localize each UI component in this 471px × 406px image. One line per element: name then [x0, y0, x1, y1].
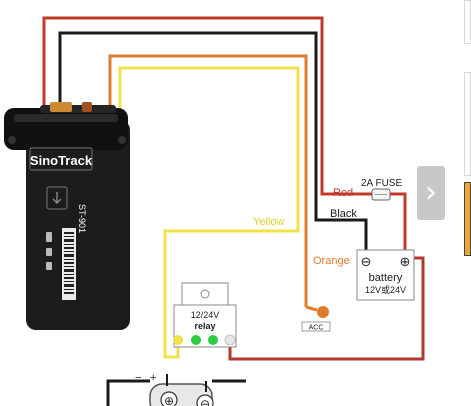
black-wire: [58, 31, 368, 252]
battery-label: battery: [369, 272, 403, 284]
relay-pin-grey: [224, 334, 236, 346]
yellow-label: Yellow: [253, 216, 284, 228]
yellow-wire: [118, 66, 300, 359]
fuse: [371, 188, 391, 201]
battery-voltage: 12V或24V: [365, 284, 406, 295]
orange-wire: [108, 54, 308, 307]
acc-tag: [301, 321, 331, 332]
motor-lead-left: [106, 379, 150, 406]
thumbnail-1[interactable]: [464, 0, 471, 44]
barcode: [64, 232, 74, 294]
certification-marks: [46, 232, 52, 270]
thumbnail-3[interactable]: [464, 182, 471, 256]
motor-load: ⊕ ⊖: [149, 383, 214, 406]
next-slide-button[interactable]: ›: [417, 166, 445, 220]
relay-voltage: 12/24V: [191, 310, 220, 320]
device-brand: SinoTrack: [30, 153, 93, 168]
motor-plus-terminal: ⊕: [164, 394, 174, 406]
thumbnail-strip: [464, 0, 471, 406]
battery: ⊖ ⊕ battery 12V或24V: [356, 249, 415, 301]
red-wire: [42, 16, 372, 196]
gps-tracker: SinoTrack ST-901: [4, 102, 130, 330]
red-label: Red: [333, 187, 353, 199]
relay-pin-green-2: [208, 335, 218, 345]
relay-pin-green-1: [191, 335, 201, 345]
motor-minus-terminal: ⊖: [200, 397, 210, 406]
relay-label: relay: [194, 321, 215, 331]
relay-output-wire: [228, 256, 425, 361]
motor-plus-label: +: [150, 372, 156, 384]
motor-minus-label: −: [135, 372, 141, 384]
fuse-label: 2A FUSE: [361, 178, 402, 189]
chevron-right-icon: ›: [425, 175, 437, 210]
acc-terminal-dot: [317, 306, 329, 318]
relay: 12/24V relay: [173, 282, 237, 348]
red-wire-fuse-to-battery: [390, 192, 407, 252]
acc-lead: [305, 305, 318, 312]
orange-label: Orange: [313, 255, 350, 267]
device-model: ST-901: [77, 204, 87, 233]
relay-pin-yellow: [173, 335, 183, 345]
battery-plus-terminal: ⊕: [400, 254, 411, 269]
black-label: Black: [330, 208, 357, 220]
thumbnail-2[interactable]: [464, 72, 471, 176]
acc-label: ACC: [309, 325, 324, 332]
battery-minus-terminal: ⊖: [361, 254, 372, 269]
